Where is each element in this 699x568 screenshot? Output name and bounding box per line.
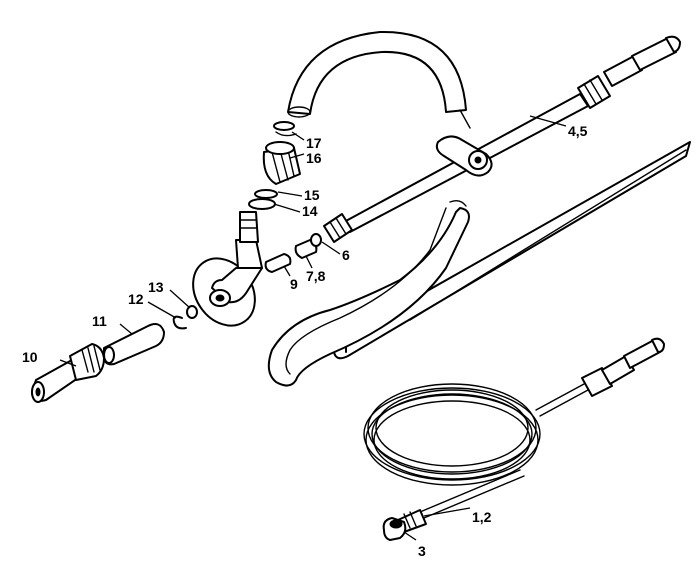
high-pressure-hose-coil [363,383,589,519]
callout-4-5: 4,5 [568,123,588,139]
snap-ring-12 [172,315,187,330]
callout-15: 15 [304,187,320,203]
o-ring-13 [186,305,198,319]
callout-10: 10 [22,349,38,365]
retaining-ring-17 [273,121,297,137]
o-ring-15 [254,189,278,199]
gun-outlet-fitting [323,213,353,243]
callout-1-2: 1,2 [472,509,492,525]
callout-12: 12 [128,291,144,307]
callout-13: 13 [148,279,164,295]
adjusting-knob [262,141,301,185]
callout-6: 6 [342,247,350,263]
extension-tube-11 [103,323,165,366]
nozzle-tip-10 [31,343,105,403]
o-ring-6 [310,233,322,247]
callout-17: 17 [306,135,322,151]
callout-11: 11 [92,313,107,329]
nozzle-body-flange [192,211,263,327]
arched-hose [287,30,471,129]
callout-9: 9 [290,276,298,292]
leader-lines [59,115,567,541]
hose-end-cap [382,517,407,541]
lance-tube [267,141,691,387]
callout-16: 16 [306,150,322,166]
callout-14: 14 [302,203,318,219]
o-ring-14 [248,198,276,210]
spray-gun-connector [577,35,681,109]
callout-7-8: 7,8 [306,268,326,284]
callout-3: 3 [418,543,426,559]
hose-fitting-top [581,337,665,397]
nozzle-pin [264,253,292,273]
